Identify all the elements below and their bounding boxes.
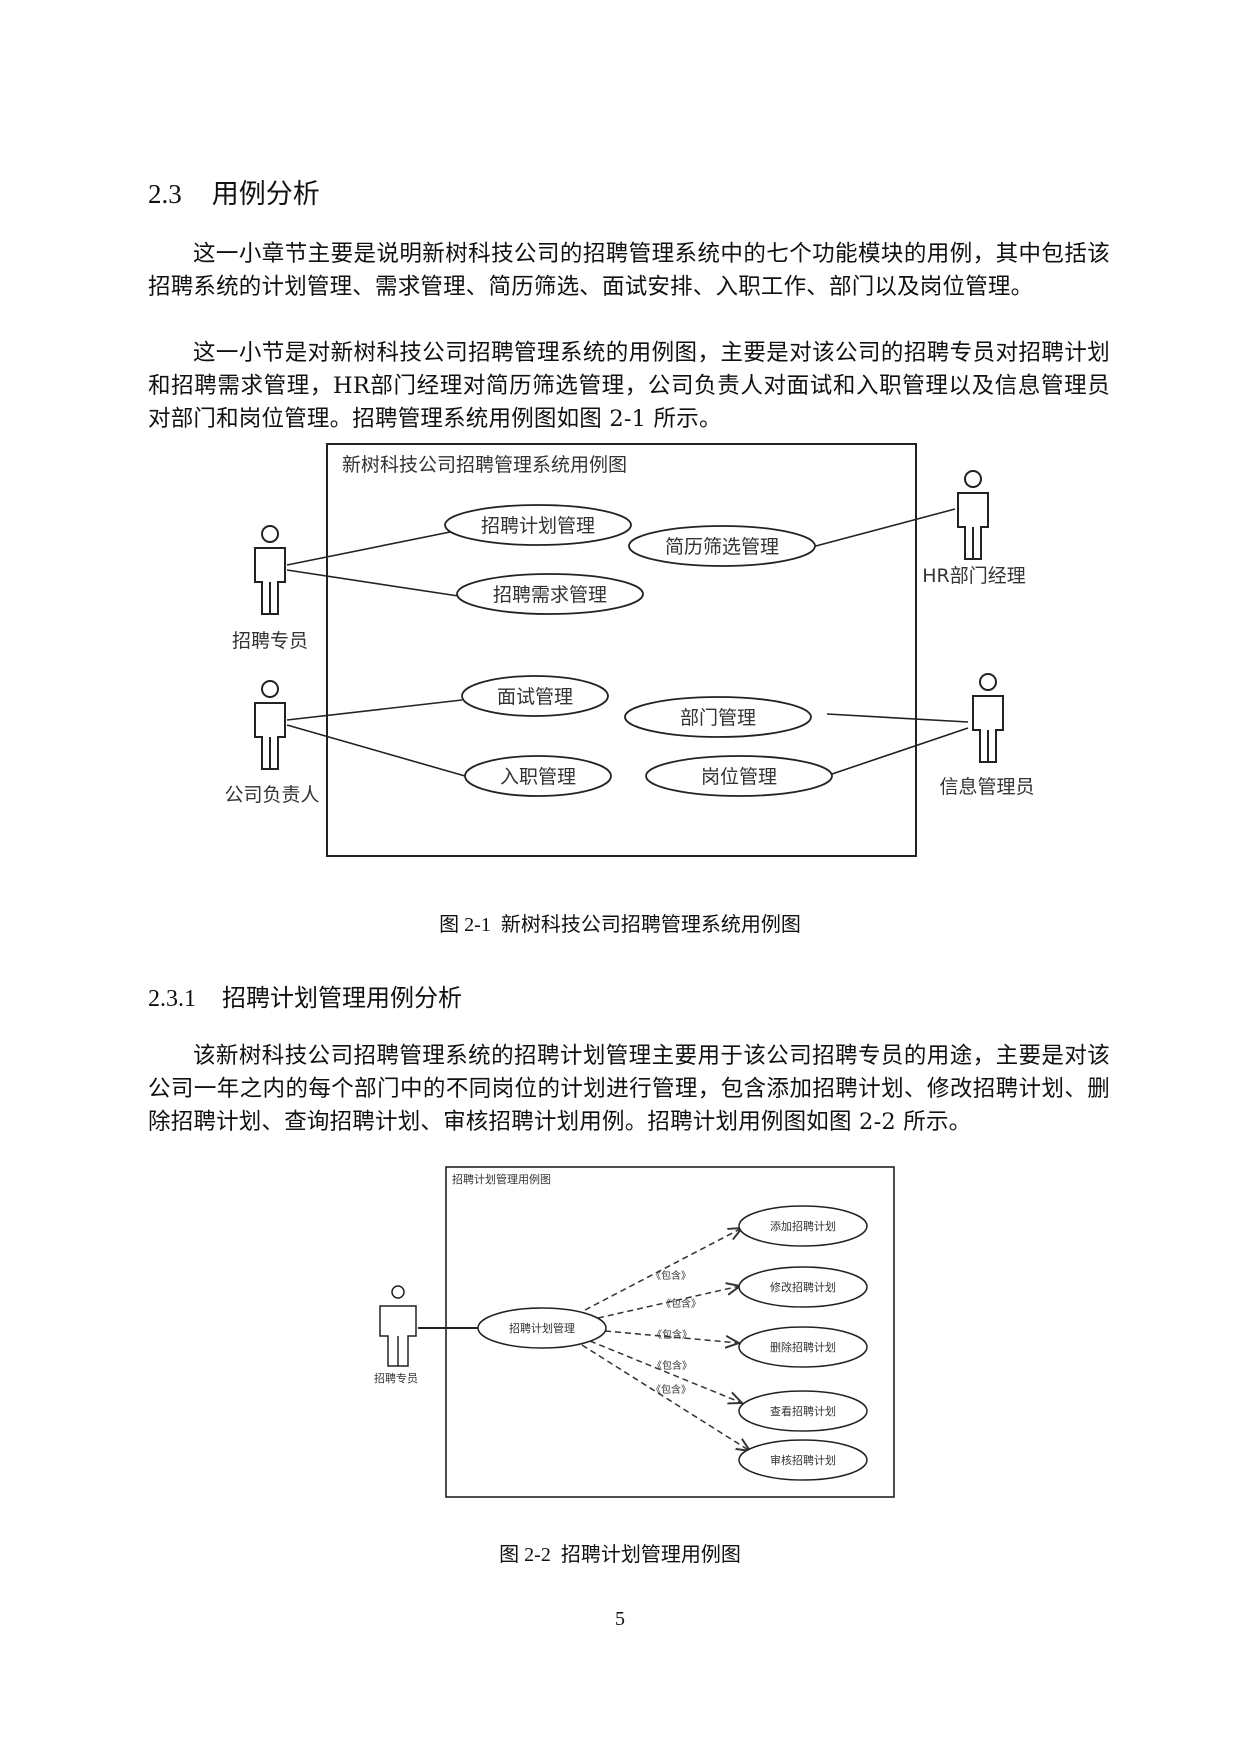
include-label: 《包含》 [651,1269,691,1282]
figure-2-caption-text: 招聘计划管理用例图 [560,1542,741,1566]
actor-hr-manager: HR部门经理 [922,470,1026,587]
usecase-view: 查看招聘计划 [770,1404,836,1418]
actor-icon [957,470,989,560]
usecase-onboarding: 入职管理 [500,766,576,788]
system-boundary [326,443,917,857]
associations [286,508,969,777]
section-heading: 2.3 用例分析 [148,172,320,211]
section-number: 2.3 [148,179,182,209]
usecase-delete: 删除招聘计划 [770,1340,836,1354]
include-label: 《包含》 [651,1383,691,1396]
actor-info-admin: 信息管理员 [939,673,1035,798]
actor-icon [254,680,286,770]
usecase-ellipses [444,504,833,797]
usecase-demand: 招聘需求管理 [493,584,607,606]
usecase-labels: 招聘计划管理 招聘需求管理 简历筛选管理 面试管理 入职管理 部门管理 岗位管理 [481,515,779,788]
actor-label-info-admin: 信息管理员 [939,776,1034,798]
paragraph-2: 这一小节是对新树科技公司招聘管理系统的用例图，主要是对该公司的招聘专员对招聘计划… [148,340,1110,432]
usecase-labels-2: 招聘计划管理 添加招聘计划 修改招聘计划 删除招聘计划 查看招聘计划 审核招聘计… [509,1219,836,1467]
usecase-position: 岗位管理 [701,766,777,788]
include-label: 《包含》 [661,1297,701,1310]
subsection-title: 招聘计划管理用例分析 [222,984,462,1012]
usecase-audit: 审核招聘计划 [770,1453,836,1467]
include-label: 《包含》 [652,1328,692,1341]
figure-1-caption: 图 2-1 新树科技公司招聘管理系统用例图 [0,908,1240,937]
usecase-main: 招聘计划管理 [509,1321,575,1335]
paragraph-1: 这一小章节主要是说明新树科技公司的招聘管理系统中的七个功能模块的用例，其中包括该… [148,241,1110,300]
actor-company-head: 公司负责人 [224,680,320,806]
include-labels: 《包含》 《包含》 《包含》 《包含》 《包含》 [651,1269,701,1396]
actor-label-recruiter: 招聘专员 [232,630,308,652]
actor-label-hr-manager: HR部门经理 [922,565,1026,587]
subsection-number: 2.3.1 [148,986,196,1012]
usecase-resume: 简历筛选管理 [665,536,779,558]
subsection-heading: 2.3.1 招聘计划管理用例分析 [148,978,462,1013]
include-arrows [581,1228,750,1451]
actor-recruiter-2: 招聘专员 [374,1285,418,1385]
actor-icon [254,525,286,615]
figure-2-number: 图 2-2 [499,1544,551,1566]
usecase-interview: 面试管理 [497,686,573,708]
figure-2-caption: 图 2-2 招聘计划管理用例图 [0,1538,1240,1567]
usecase-ellipses-2 [477,1205,868,1481]
actor-label-2: 招聘专员 [374,1371,418,1385]
system-boundary-title-2: 招聘计划管理用例图 [452,1172,551,1186]
usecase-add: 添加招聘计划 [770,1219,836,1233]
include-label: 《包含》 [652,1359,692,1372]
section-title: 用例分析 [211,179,320,210]
system-boundary-title: 新树科技公司招聘管理系统用例图 [342,454,627,476]
actor-label-company-head: 公司负责人 [224,784,319,806]
paragraph-3: 该新树科技公司招聘管理系统的招聘计划管理主要用于该公司招聘专员的用途，主要是对该… [148,1043,1110,1135]
figure-1-number: 图 2-1 [439,914,491,936]
page-number: 5 [615,1608,625,1630]
usecase-plan: 招聘计划管理 [481,515,595,537]
actor-icon [972,673,1004,763]
system-boundary-2 [445,1166,895,1498]
usecase-department: 部门管理 [680,707,756,729]
usecase-modify: 修改招聘计划 [770,1280,836,1294]
actor-recruiter: 招聘专员 [232,525,308,652]
actor-icon [379,1305,417,1367]
figure-1-caption-text: 新树科技公司招聘管理系统用例图 [500,912,801,936]
